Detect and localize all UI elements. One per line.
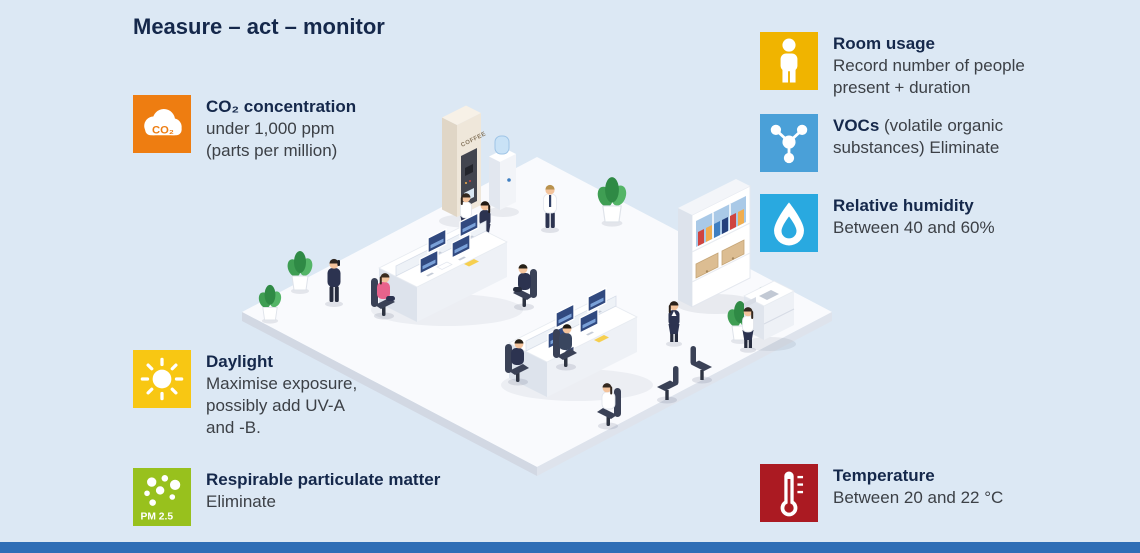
particulate-callout: PM 2.5 Respirable particulate matter Eli…: [133, 468, 440, 526]
co2-icon-label: CO₂: [152, 124, 174, 136]
person-standing-woman: [666, 301, 682, 347]
humidity-text: Relative humidity Between 40 and 60%: [833, 194, 995, 239]
co2-line: under 1,000 ppm: [206, 119, 335, 138]
room-usage-text: Room usage Record number of people prese…: [833, 32, 1025, 99]
co2-callout: CO₂ CO₂ concentration under 1,000 ppm (p…: [133, 95, 356, 162]
person-seated: [553, 324, 577, 371]
person-standing-tie: [541, 184, 559, 233]
vocs-title: VOCs: [833, 116, 880, 135]
particulate-title: Respirable particulate matter: [206, 470, 441, 489]
humidity-callout: Relative humidity Between 40 and 60%: [760, 194, 995, 252]
co2-title: CO₂ concentration: [206, 97, 357, 116]
room-usage-title: Room usage: [833, 34, 936, 53]
vocs-title-suffix: (volatile organic: [879, 116, 1004, 135]
vocs-text: VOCs (volatile organic substances) Elimi…: [833, 114, 1003, 159]
daylight-line: and -B.: [206, 418, 261, 437]
pm-icon-label: PM 2.5: [140, 511, 173, 522]
office-scene-svg: COFFEE: [242, 105, 832, 476]
shelf-unit: [676, 179, 756, 314]
person-seated: [597, 383, 621, 430]
temperature-line: Between 20 and 22 °C: [833, 488, 1004, 507]
sun-icon: [133, 350, 191, 408]
temperature-callout: Temperature Between 20 and 22 °C: [760, 464, 1003, 522]
particulate-text: Respirable particulate matter Eliminate: [206, 468, 440, 513]
vocs-callout: VOCs (volatile organic substances) Elimi…: [760, 114, 1003, 172]
co2-text: CO₂ concentration under 1,000 ppm (parts…: [206, 95, 356, 162]
humidity-line: Between 40 and 60%: [833, 218, 995, 237]
daylight-line: possibly add UV-A: [206, 396, 345, 415]
co2-line: (parts per million): [206, 141, 338, 160]
molecule-icon: [760, 114, 818, 172]
copier: [743, 280, 796, 351]
daylight-text: Daylight Maximise exposure, possibly add…: [206, 350, 357, 439]
thermometer-icon: [760, 464, 818, 522]
room-usage-line: present + duration: [833, 78, 971, 97]
vocs-line: substances) Eliminate: [833, 138, 1000, 157]
droplet-icon: [760, 194, 818, 252]
daylight-callout: Daylight Maximise exposure, possibly add…: [133, 350, 357, 439]
water-cooler: [487, 135, 519, 217]
co2-cloud-icon: CO₂: [133, 95, 191, 153]
particulate-line: Eliminate: [206, 492, 276, 511]
temperature-title: Temperature: [833, 466, 935, 485]
person-seated: [505, 339, 529, 386]
desk-cluster: [371, 212, 523, 326]
page-title: Measure – act – monitor: [133, 14, 385, 39]
person-standing-woman: [740, 307, 756, 353]
humidity-title: Relative humidity: [833, 196, 974, 215]
daylight-line: Maximise exposure,: [206, 374, 358, 393]
temperature-text: Temperature Between 20 and 22 °C: [833, 464, 1003, 509]
particles-icon: PM 2.5: [133, 468, 191, 526]
person-seated: [371, 273, 395, 320]
office-illustration: COFFEE: [212, 52, 868, 508]
footer-bar: [0, 542, 1140, 553]
room-usage-line: Record number of people: [833, 56, 1025, 75]
person-standing-phone: [325, 258, 343, 307]
person-seated: [513, 264, 537, 311]
person-icon: [760, 32, 818, 90]
daylight-title: Daylight: [206, 352, 274, 371]
room-usage-callout: Room usage Record number of people prese…: [760, 32, 1025, 99]
